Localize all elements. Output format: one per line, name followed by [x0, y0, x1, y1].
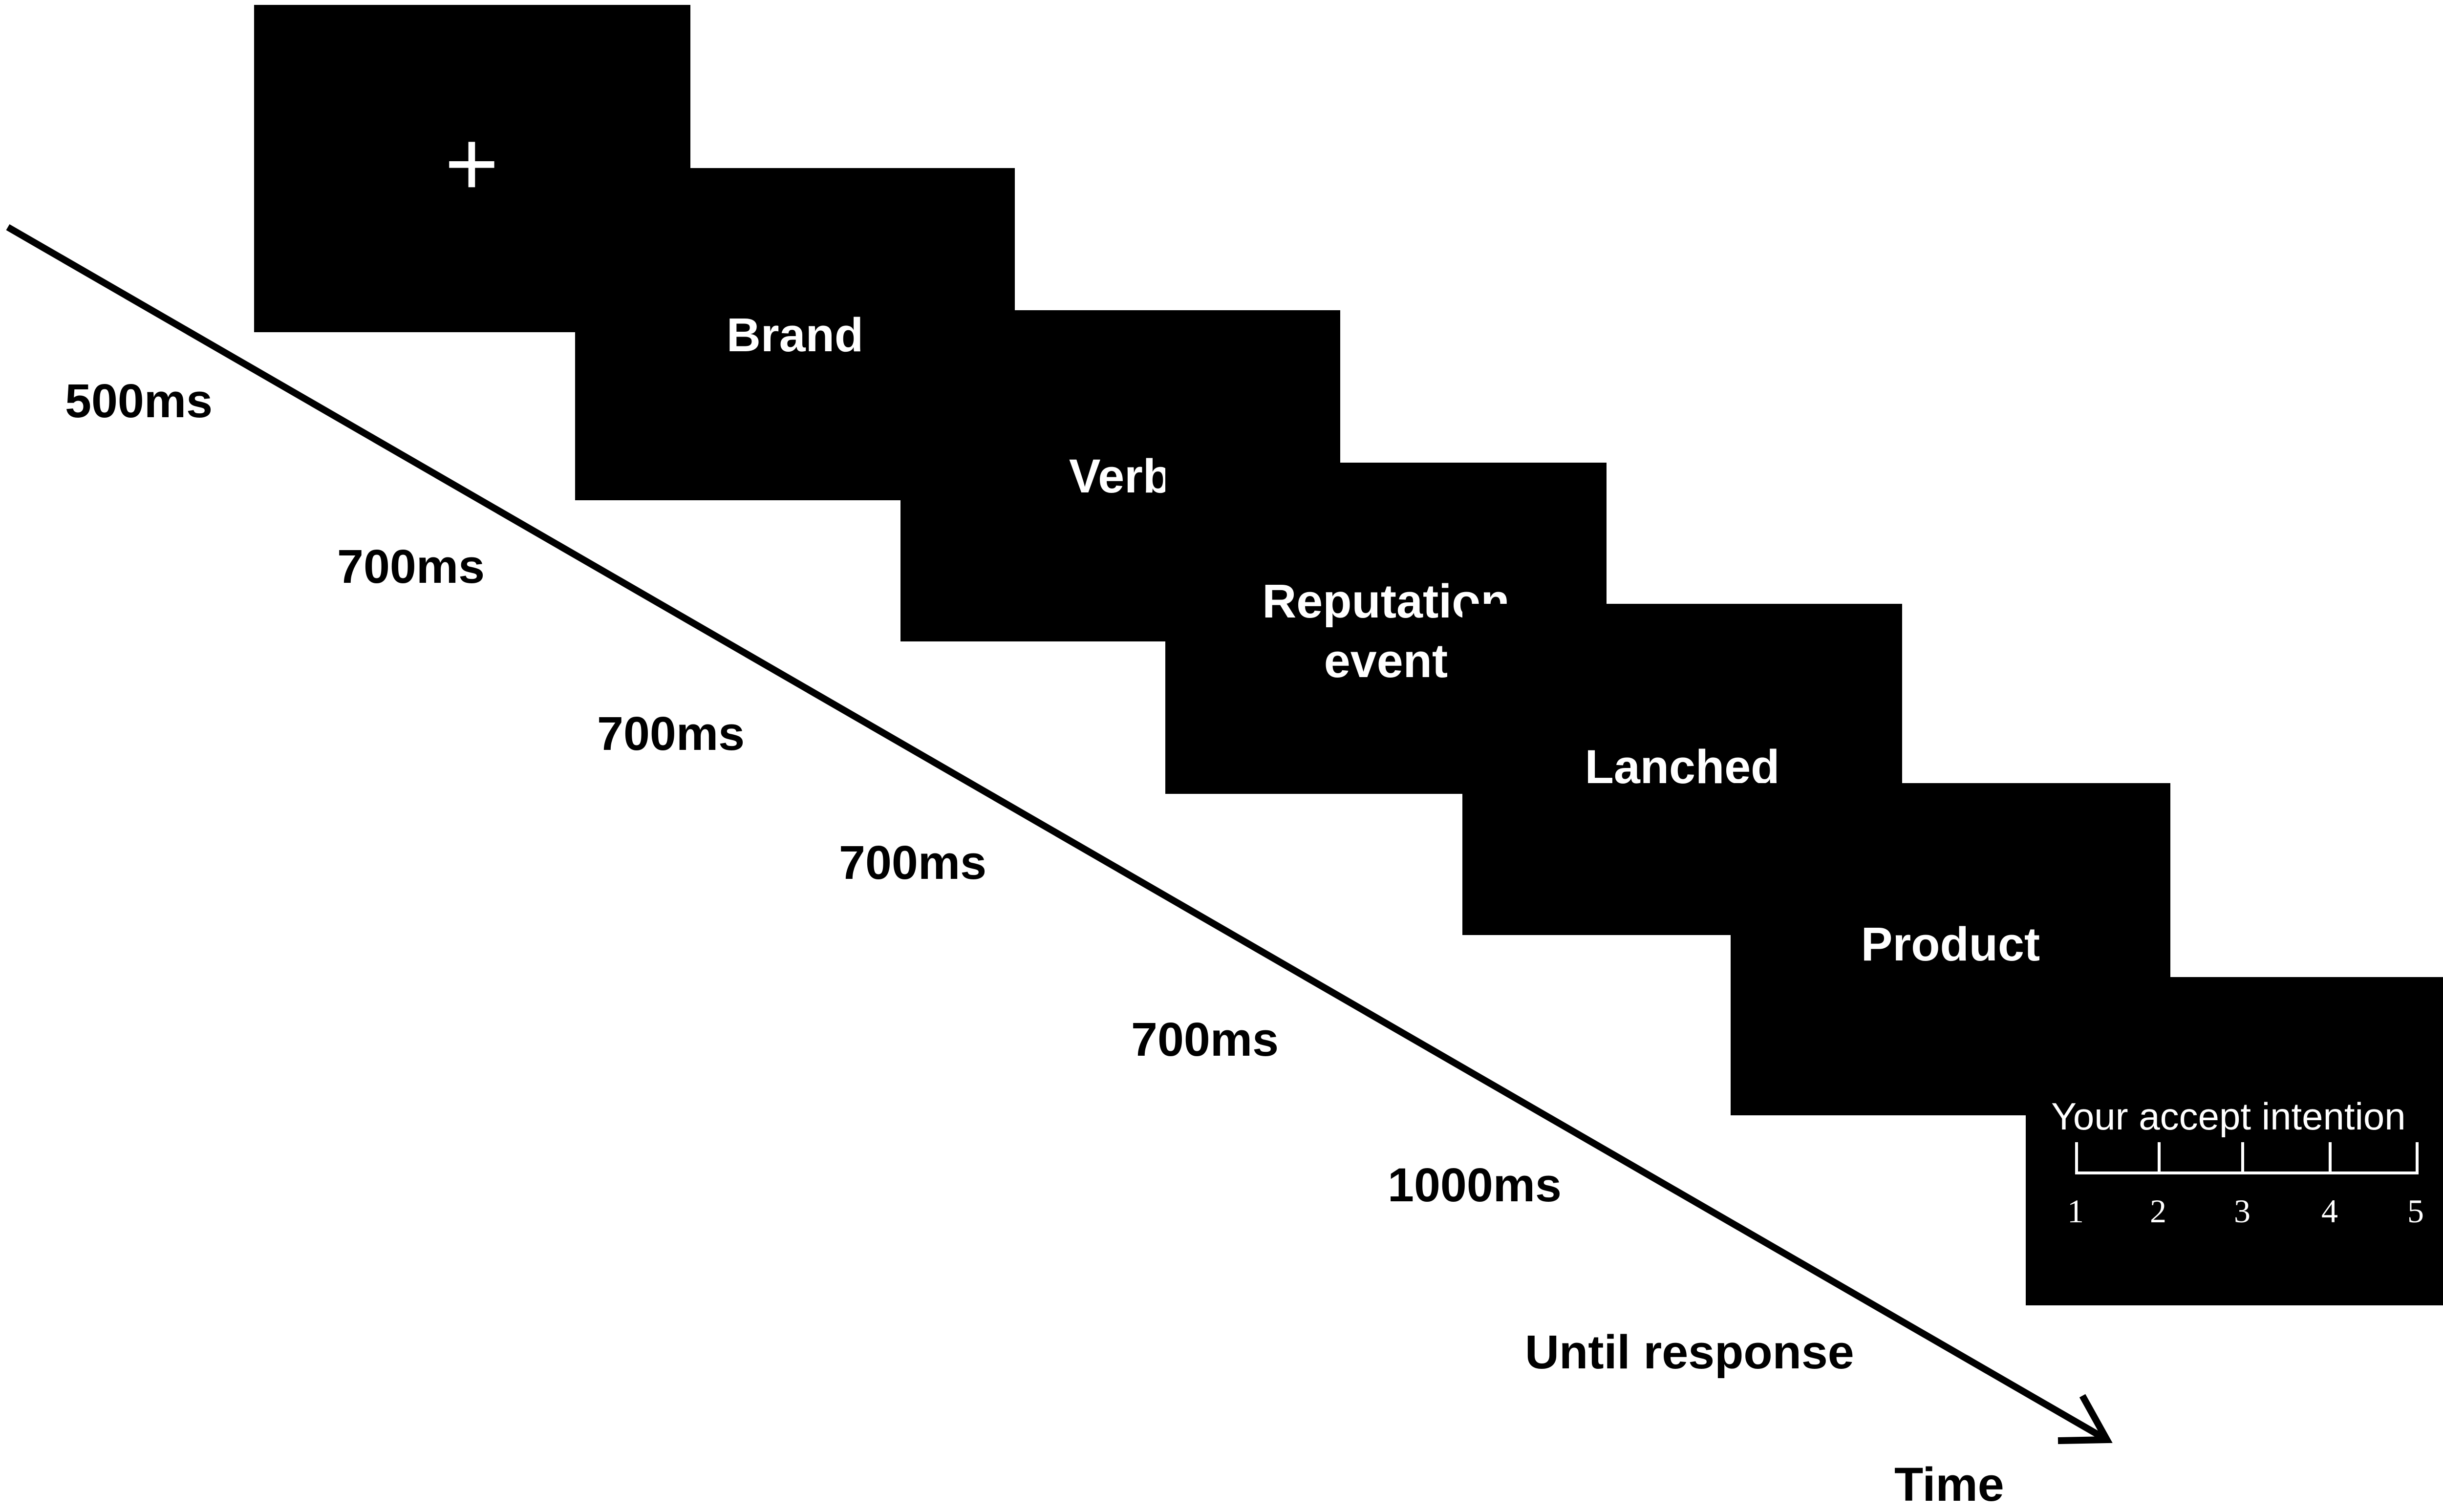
duration-label: Until response — [1525, 1325, 1854, 1379]
duration-label: 700ms — [337, 540, 485, 593]
rating-scale-option: 1 — [2067, 1193, 2084, 1230]
duration-label: 1000ms — [1388, 1158, 1562, 1212]
fixation-cross: + — [445, 112, 499, 215]
duration-label: 500ms — [65, 374, 213, 427]
rating-scale-baseline — [2077, 1171, 2417, 1174]
rating-scale-option: 4 — [2321, 1193, 2338, 1230]
brand-screen: Brand — [575, 168, 1015, 500]
duration-label: 700ms — [597, 707, 745, 760]
rating-screen: Your accept intention 1 2 3 4 5 — [2026, 977, 2443, 1305]
rating-scale-tick — [2416, 1142, 2419, 1174]
rating-scale-option: 3 — [2234, 1193, 2250, 1230]
rating-prompt: Your accept intention — [2051, 1095, 2406, 1138]
reputation-label-line2: event — [1324, 634, 1448, 687]
rating-scale-option: 5 — [2407, 1193, 2424, 1230]
lanched-screen: Lanched — [1462, 604, 1902, 935]
product-label: Product — [1861, 917, 2040, 971]
rating-scale-option: 2 — [2150, 1193, 2166, 1230]
brand-label: Brand — [726, 308, 864, 362]
duration-label: 700ms — [839, 836, 987, 889]
verb-label: Verb — [1069, 449, 1172, 503]
rating-scale-tick — [2241, 1142, 2244, 1174]
rating-scale-tick — [2158, 1142, 2161, 1174]
rating-scale-tick — [2329, 1142, 2332, 1174]
time-axis-label: Time — [1894, 1458, 2004, 1511]
rating-scale-tick — [2075, 1142, 2078, 1174]
duration-label: 700ms — [1131, 1013, 1279, 1066]
